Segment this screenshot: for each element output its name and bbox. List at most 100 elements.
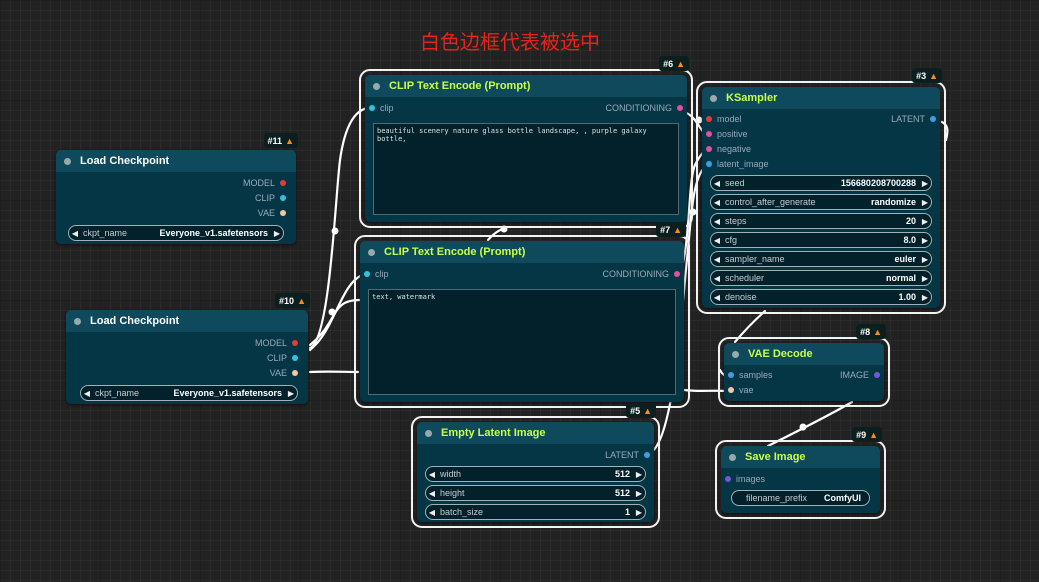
input-images[interactable]: images: [721, 472, 880, 487]
input-clip[interactable]: clip: [364, 269, 389, 279]
arrow-right-icon[interactable]: ▶: [635, 488, 643, 498]
output-model[interactable]: MODEL: [56, 176, 296, 191]
arrow-left-icon[interactable]: ◀: [428, 488, 436, 498]
arrow-left-icon[interactable]: ◀: [428, 469, 436, 479]
output-clip[interactable]: CLIP: [56, 191, 296, 206]
node-header[interactable]: Load Checkpoint: [66, 310, 308, 332]
conditioning-slot-dot[interactable]: [677, 105, 683, 111]
node-clip-text-encode-7[interactable]: #7▲ CLIP Text Encode (Prompt) clip CONDI…: [354, 222, 690, 408]
node-collapse-dot[interactable]: [64, 157, 71, 165]
node-load-checkpoint-11[interactable]: #11▲ Load Checkpoint MODEL CLIP VAE ◀ckp…: [56, 133, 298, 244]
output-conditioning[interactable]: CONDITIONING: [603, 269, 680, 279]
clip-slot-dot[interactable]: [369, 105, 375, 111]
node-load-checkpoint-10[interactable]: #10▲ Load Checkpoint MODEL CLIP VAE ◀ckp…: [66, 293, 310, 404]
arrow-right-icon[interactable]: ▶: [287, 388, 295, 398]
output-vae[interactable]: VAE: [66, 366, 308, 381]
arrow-left-icon[interactable]: ◀: [713, 273, 721, 283]
node-header[interactable]: KSampler: [702, 87, 940, 109]
input-clip[interactable]: clip: [369, 103, 394, 113]
node-vae-decode-8[interactable]: #8▲ VAE Decode samples IMAGE vae: [718, 324, 890, 407]
node-header[interactable]: CLIP Text Encode (Prompt): [365, 75, 687, 97]
output-vae[interactable]: VAE: [56, 206, 296, 221]
arrow-right-icon[interactable]: ▶: [921, 216, 929, 226]
node-ksampler-3[interactable]: #3▲ KSampler model LATENT positive negat…: [696, 68, 946, 314]
arrow-right-icon[interactable]: ▶: [635, 507, 643, 517]
input-negative[interactable]: negative: [702, 142, 940, 157]
model-slot-dot[interactable]: [280, 180, 286, 186]
input-samples[interactable]: samples: [728, 370, 773, 380]
latent-slot-dot[interactable]: [644, 452, 650, 458]
arrow-left-icon[interactable]: ◀: [713, 216, 721, 226]
arrow-right-icon[interactable]: ▶: [921, 178, 929, 188]
conditioning-slot-dot[interactable]: [674, 271, 680, 277]
node-header[interactable]: VAE Decode: [724, 343, 884, 365]
node-header[interactable]: Empty Latent Image: [417, 422, 654, 444]
arrow-right-icon[interactable]: ▶: [921, 292, 929, 302]
vae-slot-dot[interactable]: [292, 370, 298, 376]
prompt-textarea[interactable]: text, watermark: [368, 289, 676, 395]
arrow-left-icon[interactable]: ◀: [713, 292, 721, 302]
arrow-left-icon[interactable]: ◀: [71, 228, 79, 238]
vae-slot-dot[interactable]: [280, 210, 286, 216]
arrow-right-icon[interactable]: ▶: [921, 235, 929, 245]
arrow-left-icon[interactable]: ◀: [713, 197, 721, 207]
node-collapse-dot[interactable]: [732, 350, 739, 358]
node-collapse-dot[interactable]: [710, 94, 717, 102]
arrow-right-icon[interactable]: ▶: [921, 273, 929, 283]
conditioning-slot-dot[interactable]: [706, 131, 712, 137]
node-collapse-dot[interactable]: [368, 248, 375, 256]
node-collapse-dot[interactable]: [373, 82, 380, 90]
node-collapse-dot[interactable]: [425, 429, 432, 437]
arrow-right-icon[interactable]: ▶: [921, 254, 929, 264]
latent-slot-dot[interactable]: [728, 372, 734, 378]
node-header[interactable]: Save Image: [721, 446, 880, 468]
model-slot-dot[interactable]: [706, 116, 712, 122]
arrow-left-icon[interactable]: ◀: [428, 507, 436, 517]
arrow-left-icon[interactable]: ◀: [713, 254, 721, 264]
latent-slot-dot[interactable]: [930, 116, 936, 122]
output-latent[interactable]: LATENT: [417, 448, 654, 463]
arrow-left-icon[interactable]: ◀: [713, 178, 721, 188]
node-collapse-dot[interactable]: [74, 317, 81, 325]
input-latent-image[interactable]: latent_image: [702, 157, 940, 172]
model-slot-dot[interactable]: [292, 340, 298, 346]
clip-slot-dot[interactable]: [280, 195, 286, 201]
input-vae[interactable]: vae: [724, 383, 884, 398]
node-header[interactable]: Load Checkpoint: [56, 150, 296, 172]
output-latent[interactable]: LATENT: [891, 114, 936, 124]
arrow-right-icon[interactable]: ▶: [273, 228, 281, 238]
arrow-left-icon[interactable]: ◀: [713, 235, 721, 245]
output-image[interactable]: IMAGE: [840, 370, 880, 380]
arrow-right-icon[interactable]: ▶: [635, 469, 643, 479]
input-positive[interactable]: positive: [702, 127, 940, 142]
conditioning-slot-dot[interactable]: [706, 146, 712, 152]
arrow-right-icon[interactable]: ▶: [921, 197, 929, 207]
node-header[interactable]: CLIP Text Encode (Prompt): [360, 241, 684, 263]
image-slot-dot[interactable]: [725, 476, 731, 482]
node-clip-text-encode-6[interactable]: #6▲ CLIP Text Encode (Prompt) clip CONDI…: [359, 56, 693, 228]
latent-slot-dot[interactable]: [706, 161, 712, 167]
image-slot-dot[interactable]: [874, 372, 880, 378]
prompt-textarea[interactable]: beautiful scenery nature glass bottle la…: [373, 123, 679, 215]
input-model[interactable]: model: [706, 114, 742, 124]
clip-slot-dot[interactable]: [364, 271, 370, 277]
output-model[interactable]: MODEL: [66, 336, 308, 351]
output-conditioning[interactable]: CONDITIONING: [606, 103, 683, 113]
output-clip[interactable]: CLIP: [66, 351, 308, 366]
arrow-left-icon[interactable]: ◀: [83, 388, 91, 398]
node-collapse-dot[interactable]: [729, 453, 736, 461]
